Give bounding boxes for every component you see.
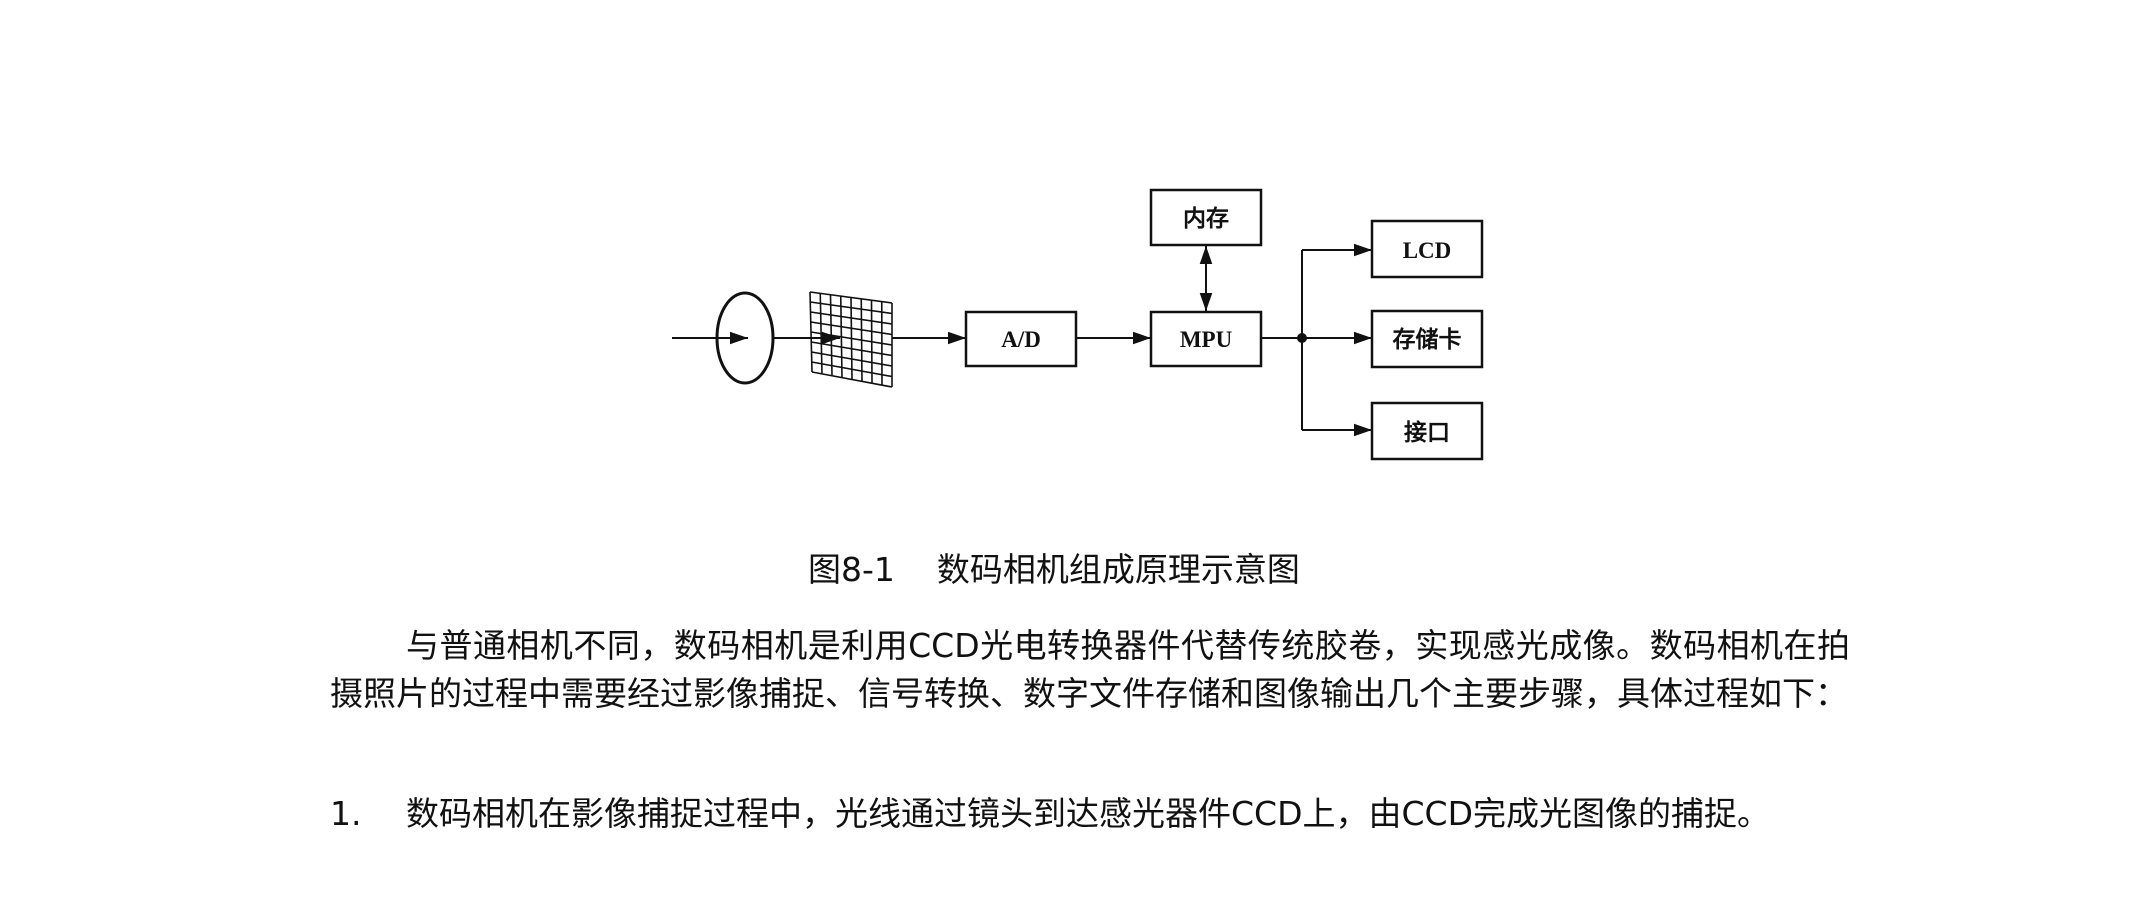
ccd-grid-line: [850, 297, 853, 380]
lcd-label: LCD: [1403, 238, 1452, 263]
lcd-box: [1370, 219, 1484, 279]
memory-label: 内存: [1183, 205, 1229, 231]
ccd-grid-line: [811, 371, 893, 388]
figure-caption: 图8-1 数码相机组成原理示意图: [808, 550, 1300, 589]
body-paragraph: 与普通相机不同，数码相机是利用CCD光电转换器件代替传统胶卷，实现感光成像。数码…: [330, 626, 1850, 713]
storage-card-box: [1370, 309, 1484, 369]
ccd-grid-line: [811, 361, 893, 378]
ad-converter-label: A/D: [1001, 327, 1041, 352]
mpu-label: MPU: [1180, 327, 1233, 352]
storage-card-label: 存储卡: [1393, 326, 1462, 352]
list-item: 1. 数码相机在影像捕捉过程中，光线通过镜头到达感光器件CCD上，由CCD完成光图…: [330, 790, 1850, 838]
mpu-box: [1149, 310, 1263, 368]
ccd-grid-line: [870, 300, 873, 384]
ccd-grid-line: [811, 351, 893, 367]
list-item-text: 数码相机在影像捕捉过程中，光线通过镜头到达感光器件CCD上，由CCD完成光图像的…: [406, 794, 1770, 833]
interface-box: [1370, 401, 1484, 461]
ccd-grid-line: [860, 298, 863, 382]
ccd-sensor-grid-icon: [809, 291, 893, 388]
list-item-number: 1.: [330, 794, 362, 833]
memory-box: [1149, 188, 1263, 247]
ccd-grid-line: [811, 341, 893, 357]
interface-label: 接口: [1404, 420, 1450, 445]
